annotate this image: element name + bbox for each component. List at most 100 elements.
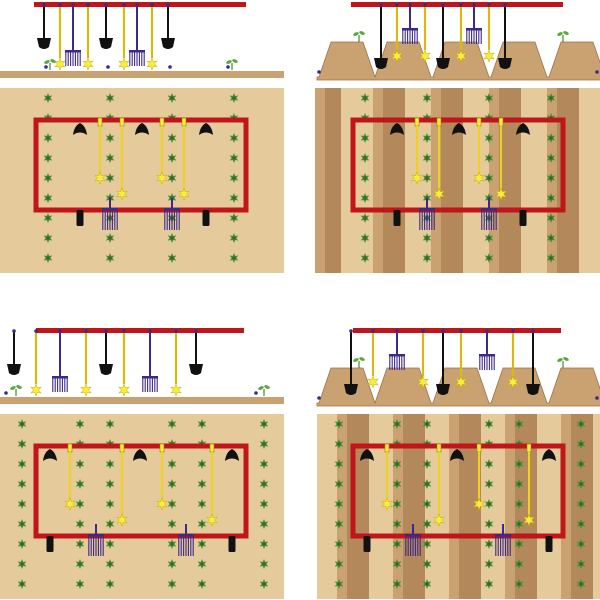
- plant-icon: [422, 153, 432, 163]
- plant-icon: [105, 93, 115, 103]
- plant-icon: [576, 539, 586, 549]
- plant-icon: [576, 419, 586, 429]
- bar-joint: [194, 329, 198, 333]
- bar-joint: [122, 3, 126, 7]
- spring-tine-top-icon: [64, 443, 76, 511]
- fork-icon: [129, 4, 145, 66]
- bar-joint: [148, 329, 152, 333]
- spring-tine-top-icon: [156, 117, 168, 185]
- plant-icon: [229, 153, 239, 163]
- side-view: [316, 328, 600, 407]
- shovel-icon: [498, 4, 512, 69]
- plant-icon: [392, 459, 402, 469]
- plant-icon: [105, 153, 115, 163]
- spring-tine-icon: [54, 4, 66, 71]
- plant-icon: [422, 133, 432, 143]
- plant-icon: [105, 459, 115, 469]
- plant-icon: [167, 173, 177, 183]
- plant-icon: [105, 479, 115, 489]
- top-view: [0, 414, 284, 599]
- seed-dot: [4, 391, 8, 395]
- shovel-top-icon: [516, 123, 530, 135]
- plant-icon: [360, 133, 370, 143]
- plant-icon: [167, 499, 177, 509]
- shovel-icon: [99, 4, 113, 49]
- furrow-edge: [489, 88, 499, 273]
- side-view: [0, 2, 284, 78]
- plant-icon: [75, 559, 85, 569]
- fork-icon: [142, 330, 158, 392]
- fork-top-icon: [102, 198, 118, 230]
- bar-joint: [104, 329, 108, 333]
- shovel-top-icon: [360, 449, 374, 461]
- fork-top-icon: [405, 524, 421, 556]
- fork-icon: [479, 330, 495, 370]
- bar-joint: [395, 3, 399, 7]
- furrow-stripe: [325, 88, 341, 273]
- plant-icon: [392, 559, 402, 569]
- plant-icon: [167, 133, 177, 143]
- plant-icon: [197, 559, 207, 569]
- plant-icon: [105, 499, 115, 509]
- shovel-icon: [374, 4, 388, 69]
- plant-icon: [422, 579, 432, 589]
- spring-tine-top-icon: [495, 117, 507, 201]
- plant-icon: [197, 519, 207, 529]
- plant-icon: [514, 459, 524, 469]
- spring-tine-top-icon: [116, 117, 128, 201]
- shovel-back-icon: [545, 536, 553, 552]
- bar-joint: [166, 3, 170, 7]
- plant-icon: [105, 253, 115, 263]
- top-view: [315, 88, 600, 273]
- plant-icon: [514, 519, 524, 529]
- spring-tine-icon: [82, 4, 94, 71]
- plant-icon: [576, 459, 586, 469]
- plant-icon: [167, 459, 177, 469]
- seedling-icon: [258, 385, 270, 396]
- plant-icon: [514, 579, 524, 589]
- shovel-top-icon: [542, 449, 556, 461]
- plant-icon: [167, 539, 177, 549]
- plant-icon: [484, 133, 494, 143]
- plant-icon: [392, 479, 402, 489]
- plant-icon: [75, 419, 85, 429]
- seed-dot: [106, 65, 110, 69]
- plant-icon: [484, 173, 494, 183]
- spring-tine-icon: [455, 4, 467, 63]
- plant-icon: [422, 499, 432, 509]
- plant-icon: [484, 499, 494, 509]
- bar-joint: [441, 3, 445, 7]
- bar-joint: [12, 329, 16, 333]
- plant-icon: [422, 173, 432, 183]
- plant-icon: [105, 133, 115, 143]
- field-background: [0, 414, 284, 599]
- bar-joint: [150, 3, 154, 7]
- plant-icon: [105, 579, 115, 589]
- plant-icon: [75, 479, 85, 489]
- spring-tine-icon: [118, 4, 130, 71]
- plant-icon: [484, 153, 494, 163]
- plant-icon: [167, 579, 177, 589]
- plant-icon: [334, 439, 344, 449]
- plant-icon: [514, 559, 524, 569]
- spring-tine-icon: [507, 330, 519, 389]
- plant-icon: [43, 133, 53, 143]
- bar-joint: [104, 3, 108, 7]
- plant-icon: [360, 253, 370, 263]
- shovel-icon: [189, 330, 203, 375]
- bar-joint: [531, 329, 535, 333]
- plant-icon: [514, 419, 524, 429]
- shovel-top-icon: [199, 123, 213, 135]
- plant-icon: [259, 519, 269, 529]
- spring-tine-icon: [118, 330, 130, 397]
- plant-icon: [484, 519, 494, 529]
- furrow-stripe: [515, 414, 537, 599]
- plant-icon: [167, 559, 177, 569]
- fork-icon: [52, 330, 68, 392]
- seed-dot: [254, 391, 258, 395]
- plant-icon: [576, 479, 586, 489]
- side-view: [316, 2, 600, 81]
- plant-icon: [167, 233, 177, 243]
- plant-icon: [334, 519, 344, 529]
